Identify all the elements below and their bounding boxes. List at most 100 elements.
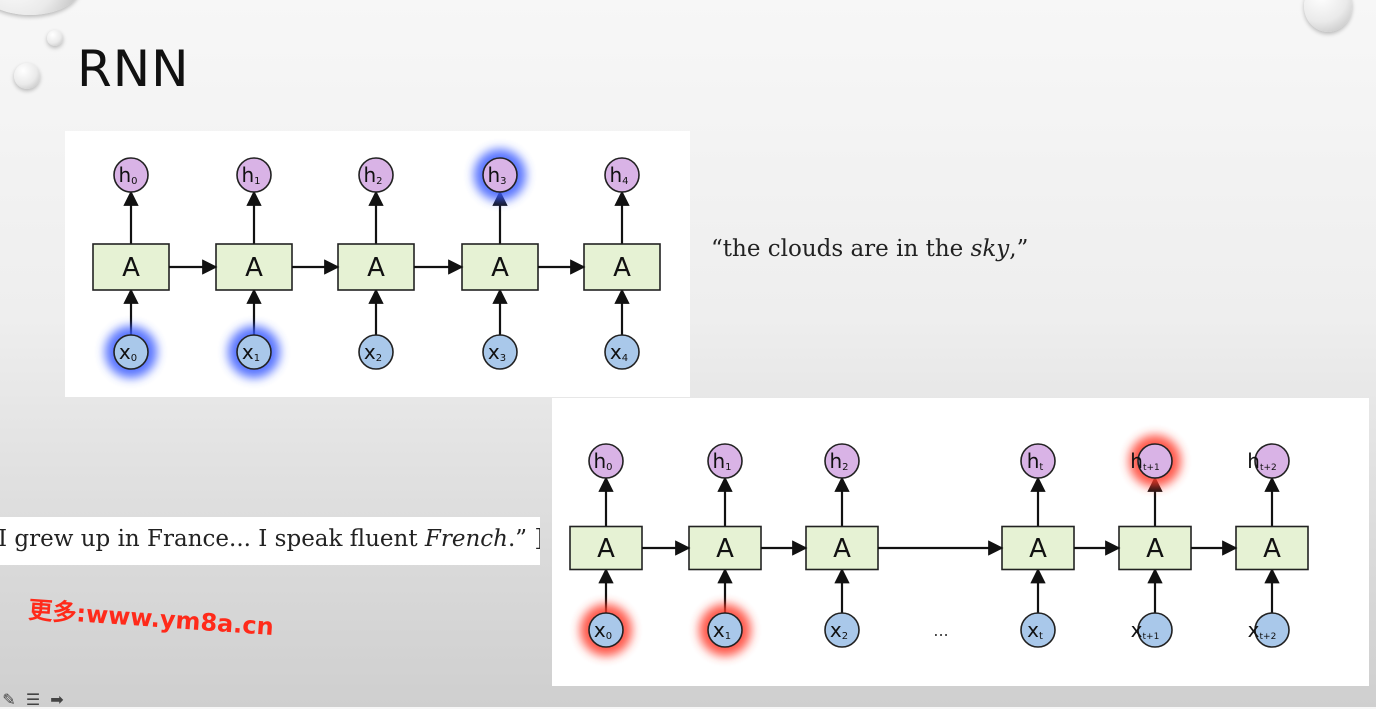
output-node-ht: ht bbox=[1020, 443, 1056, 479]
input-node-x2-circle bbox=[824, 612, 860, 648]
output-node-h0-label: h0 bbox=[593, 449, 612, 473]
rnn-unrolled-diagram-top: Ah0 x0 Ah1 x1 Ah2 x2 Ah3 x3 Ah4 x4 bbox=[92, 149, 661, 378]
output-node-h4: h4 bbox=[604, 157, 640, 193]
output-node-h1-label: h1 bbox=[241, 163, 260, 187]
output-node-h2-circle bbox=[358, 157, 394, 193]
quote-clouds-emph: sky bbox=[970, 236, 1010, 262]
rnn-cell-2: A bbox=[337, 243, 415, 291]
slideshow-toolbar[interactable]: ✎ ☰ ➡ bbox=[0, 690, 66, 709]
input-node-x0-label: x0 bbox=[594, 618, 612, 642]
input-node-xt+1-label: xt+1 bbox=[1131, 618, 1160, 642]
rnn-cell-2-label: A bbox=[367, 253, 385, 283]
rnn-cell-2-label: A bbox=[833, 534, 851, 564]
rnn-cell-5-box bbox=[1235, 525, 1309, 571]
output-node-h0-circle bbox=[113, 157, 149, 193]
output-node-h3: h3 bbox=[474, 149, 526, 201]
input-node-xt+2: xt+2 bbox=[1248, 612, 1290, 648]
input-node-xt+1: xt+1 bbox=[1131, 612, 1173, 648]
rnn-cell-5: A bbox=[1235, 525, 1309, 571]
rnn-cell-1: A bbox=[688, 525, 762, 571]
output-node-h4-circle bbox=[604, 157, 640, 193]
output-node-h2-label: h2 bbox=[829, 449, 848, 473]
quote-clouds-close: ,” bbox=[1009, 236, 1029, 262]
quote-france-close: .” ] bbox=[507, 526, 540, 552]
output-node-h2-circle bbox=[824, 443, 860, 479]
rnn-cell-4-label: A bbox=[613, 253, 631, 283]
input-node-xt-label: xt bbox=[1027, 618, 1043, 642]
output-node-h4-label: h4 bbox=[609, 163, 628, 187]
input-node-x2: x2 bbox=[824, 612, 860, 648]
input-node-x4-label: x4 bbox=[610, 340, 628, 364]
input-node-x1-label: x1 bbox=[242, 340, 260, 364]
rnn-cell-4: A bbox=[583, 243, 661, 291]
rnn-cell-4-label: A bbox=[1146, 534, 1164, 564]
output-node-ht+1-circle bbox=[1137, 443, 1173, 479]
rnn-cell-0: A bbox=[92, 243, 170, 291]
input-node-x0-circle bbox=[113, 334, 149, 370]
quote-france-open: I grew up in France... I speak fluent bbox=[0, 526, 425, 552]
input-node-x3-circle bbox=[482, 334, 518, 370]
rnn-cell-1-box bbox=[688, 525, 762, 571]
rnn-cell-3: A bbox=[461, 243, 539, 291]
input-node-x0: x0 bbox=[105, 326, 157, 378]
rnn-cell-1: A bbox=[215, 243, 293, 291]
rnn-cell-4-box bbox=[583, 243, 661, 291]
input-node-xt+2-circle bbox=[1254, 612, 1290, 648]
output-node-h0-circle bbox=[588, 443, 624, 479]
input-node-x1-label: x1 bbox=[713, 618, 731, 642]
decorative-bubble bbox=[0, 0, 80, 15]
input-node-x4-circle bbox=[604, 334, 640, 370]
output-node-h2-label: h2 bbox=[363, 163, 382, 187]
input-node-x2: x2 bbox=[358, 334, 394, 370]
notes-icon[interactable]: ☰ bbox=[25, 690, 41, 709]
watermark-text: 更多:www.ym8a.cn bbox=[27, 595, 275, 642]
input-node-x1: x1 bbox=[228, 326, 280, 378]
rnn-cell-5-label: A bbox=[1263, 534, 1281, 564]
slide-title: RNN bbox=[77, 40, 190, 98]
next-arrow-icon[interactable]: ➡ bbox=[50, 690, 64, 709]
output-node-h0-label: h0 bbox=[118, 163, 137, 187]
output-node-ht+1-label: ht+1 bbox=[1130, 449, 1159, 473]
rnn-cell-0-label: A bbox=[597, 534, 615, 564]
pen-icon[interactable]: ✎ bbox=[2, 690, 16, 709]
rnn-cell-3: A bbox=[1001, 525, 1075, 571]
output-node-h3-label: h3 bbox=[487, 163, 506, 187]
decorative-bubble bbox=[14, 63, 40, 89]
decorative-bubble bbox=[47, 30, 63, 46]
input-node-xt-circle bbox=[1020, 612, 1056, 648]
input-node-x0-label: x0 bbox=[119, 340, 137, 364]
output-node-h0: h0 bbox=[113, 157, 149, 193]
output-node-h2: h2 bbox=[358, 157, 394, 193]
rnn-cell-4: A bbox=[1118, 525, 1192, 571]
output-node-ht+2-circle bbox=[1254, 443, 1290, 479]
input-node-x2-label: x2 bbox=[830, 618, 848, 642]
input-node-x0-circle bbox=[588, 612, 624, 648]
input-node-x1: x1 bbox=[699, 604, 751, 656]
input-node-xt+2-label: xt+2 bbox=[1248, 618, 1277, 642]
output-node-h0: h0 bbox=[588, 443, 624, 479]
quote-clouds-open: “the clouds are in the bbox=[711, 236, 971, 262]
output-node-ht+2-label: ht+2 bbox=[1247, 449, 1276, 473]
input-node-x3-label: x3 bbox=[488, 340, 506, 364]
output-node-h1-circle bbox=[707, 443, 743, 479]
rnn-cell-2: A bbox=[805, 525, 879, 571]
input-node-x4: x4 bbox=[604, 334, 640, 370]
output-node-h2: h2 bbox=[824, 443, 860, 479]
input-node-xt: xt bbox=[1020, 612, 1056, 648]
rnn-unrolled-diagram-bottom: Ah0x0Ah1x1Ah2x2AhtxtAht+1xt+1Aht+2xt+2..… bbox=[569, 435, 1309, 656]
input-node-x0: x0 bbox=[580, 604, 632, 656]
quote-france-emph: French bbox=[424, 526, 508, 552]
rnn-cell-3-label: A bbox=[1029, 534, 1047, 564]
input-node-xt+1-circle bbox=[1137, 612, 1173, 648]
input-node-x3: x3 bbox=[482, 334, 518, 370]
rnn-cell-1-label: A bbox=[716, 534, 734, 564]
input-node-x1-circle bbox=[236, 334, 272, 370]
quote-france-box: I grew up in France... I speak fluent Fr… bbox=[0, 517, 540, 565]
output-node-ht+2: ht+2 bbox=[1247, 443, 1290, 479]
rnn-cell-1-label: A bbox=[245, 253, 263, 283]
ellipsis-label: ... bbox=[933, 621, 948, 640]
input-node-x2-label: x2 bbox=[364, 340, 382, 364]
quote-clouds: “the clouds are in the sky,” bbox=[711, 236, 1028, 262]
